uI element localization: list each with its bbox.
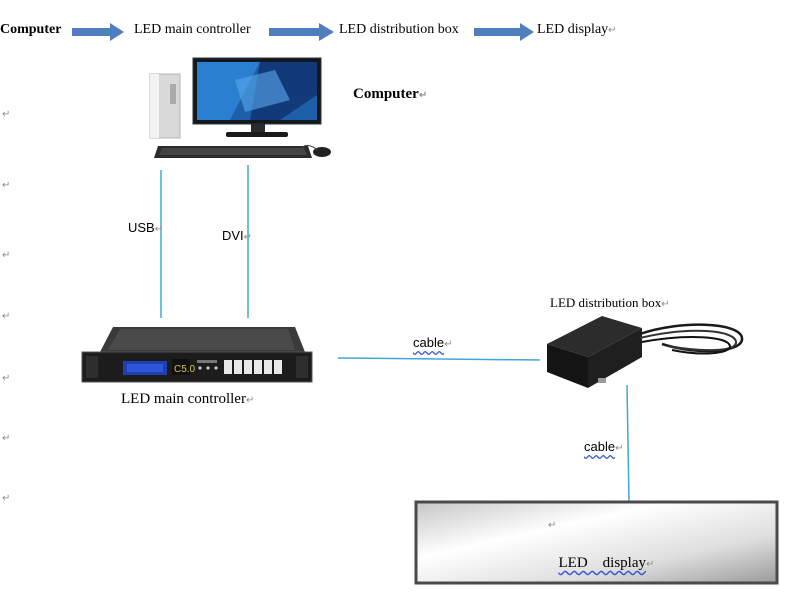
paragraph-mark-7: ↵ [2,493,11,504]
flow-step-computer: Computer [0,22,62,37]
display-paragraph-mark: ↵ [548,520,557,531]
paragraph-mark-2: ↵ [2,180,11,191]
flow-step-led-display: LED display↵ [537,22,617,37]
flow-arrow-2-icon [269,23,334,41]
paragraph-mark-3: ↵ [2,250,11,261]
dvi-label: DVI↵ [222,228,253,243]
usb-label: USB↵ [128,220,164,235]
flow-step-led-distribution-box: LED distribution box [339,22,459,37]
flow-arrow-3-icon [474,23,534,41]
paragraph-mark-6: ↵ [2,433,11,444]
led-display-label: LED display↵ [558,555,655,571]
computer-icon [149,57,331,158]
paragraph-mark-1: ↵ [2,109,11,120]
cable-label-right: cable↵ [584,439,624,454]
led-distribution-box-icon [547,316,744,388]
controller-to-box-cable-line [337,357,541,361]
led-main-controller-label: LED main controller↵ [121,391,255,407]
led-distribution-box-label: LED distribution box↵ [550,295,670,310]
computer-label: Computer↵ [353,86,428,102]
controller-screen-text: C5.0 [174,364,196,375]
box-to-display-cable-line [626,384,630,503]
led-main-controller-icon: C5.0 [81,327,313,383]
cable-label-top: cable↵ [413,335,453,350]
led-display-panel [414,500,779,585]
flow-step-led-main-controller: LED main controller [134,22,251,37]
paragraph-mark-5: ↵ [2,373,11,384]
paragraph-mark-4: ↵ [2,311,11,322]
flow-arrow-1-icon [72,23,124,41]
